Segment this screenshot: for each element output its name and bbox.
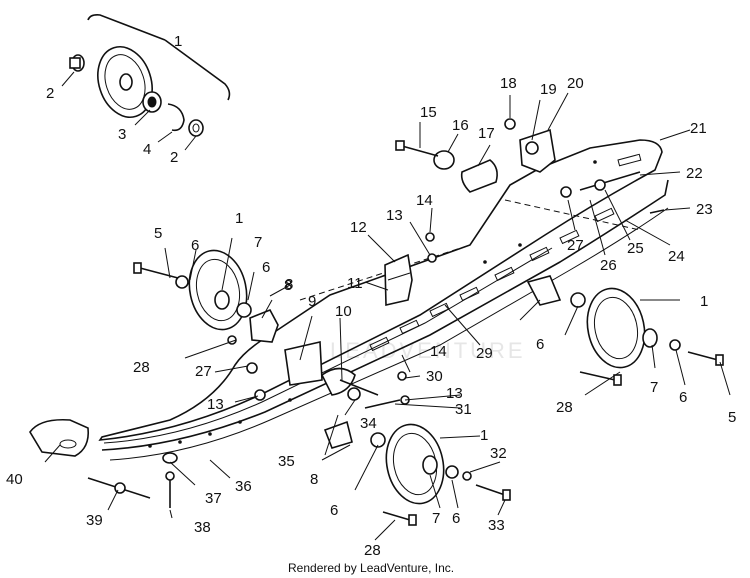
callout-label: 38 <box>194 519 211 536</box>
wheel-bottom <box>370 423 472 505</box>
callout-label: 21 <box>690 120 707 137</box>
wheel-right <box>570 287 681 369</box>
callout-label: 1 <box>700 293 708 310</box>
callout-label: 26 <box>600 257 617 274</box>
callout-label: 37 <box>205 490 222 507</box>
callout-label: 24 <box>668 248 685 265</box>
callout-label: 1 <box>174 33 182 50</box>
callout-label: 6 <box>679 389 687 406</box>
callout-label: 6 <box>330 502 338 519</box>
callout-label: 2 <box>170 149 178 166</box>
callout-label: 34 <box>360 415 377 432</box>
callout-label: 23 <box>696 201 713 218</box>
callout-label: 7 <box>254 234 262 251</box>
callout-label: 20 <box>567 75 584 92</box>
callout-labels: 1 2 3 4 2 18 19 20 15 16 17 21 22 23 14 … <box>6 33 736 559</box>
callout-label: 29 <box>476 345 493 362</box>
callout-label: 35 <box>278 453 295 470</box>
callout-label: 6 <box>191 237 199 254</box>
callout-label: 28 <box>556 399 573 416</box>
callout-label: 8 <box>310 471 318 488</box>
wheel-left <box>175 249 252 331</box>
callout-label: 2 <box>46 85 54 102</box>
callout-label: 17 <box>478 125 495 142</box>
callout-label: 3 <box>118 126 126 143</box>
callout-label: 27 <box>195 363 212 380</box>
callout-label: 36 <box>235 478 252 495</box>
callout-label: 10 <box>335 303 352 320</box>
callout-label: 11 <box>347 275 363 292</box>
callout-label: 1 <box>480 427 488 444</box>
exploded-wheel-assembly <box>69 14 231 137</box>
callout-label: 5 <box>728 409 736 426</box>
callout-label: 28 <box>133 359 150 376</box>
footer-credit: Rendered by LeadVenture, Inc. <box>288 561 454 575</box>
callout-label: 9 <box>308 293 316 310</box>
callout-label: 30 <box>426 368 443 385</box>
callout-label: 22 <box>686 165 703 182</box>
callout-label: 7 <box>432 510 440 527</box>
leader-lines <box>44 71 731 541</box>
callout-label: 4 <box>143 141 151 158</box>
callout-label: 1 <box>235 210 243 227</box>
callout-label: 7 <box>650 379 658 396</box>
callout-label: 27 <box>567 237 584 254</box>
callout-label: 13 <box>446 385 463 402</box>
callout-label: 31 <box>455 401 472 418</box>
callout-label: 32 <box>490 445 507 462</box>
callout-label: 13 <box>207 396 224 413</box>
callout-label: 18 <box>500 75 517 92</box>
callout-label: 33 <box>488 517 505 534</box>
callout-label: 6 <box>536 336 544 353</box>
callout-label: 39 <box>86 512 103 529</box>
callout-label: 28 <box>364 542 381 559</box>
callout-label: 15 <box>420 104 437 121</box>
bracket-parts <box>29 118 724 526</box>
callout-label: 8 <box>284 277 292 294</box>
callout-label: 40 <box>6 471 23 488</box>
callout-label: 25 <box>627 240 644 257</box>
callout-label: 5 <box>154 225 162 242</box>
callout-label: 6 <box>452 510 460 527</box>
callout-label: 12 <box>350 219 367 236</box>
callout-label: 16 <box>452 117 469 134</box>
callout-label: 14 <box>430 343 447 360</box>
callout-label: 19 <box>540 81 557 98</box>
callout-label: 8 <box>285 276 293 293</box>
main-rail <box>98 139 669 461</box>
callout-label: 6 <box>262 259 270 276</box>
callout-label: 14 <box>416 192 433 209</box>
callout-label: 13 <box>386 207 403 224</box>
